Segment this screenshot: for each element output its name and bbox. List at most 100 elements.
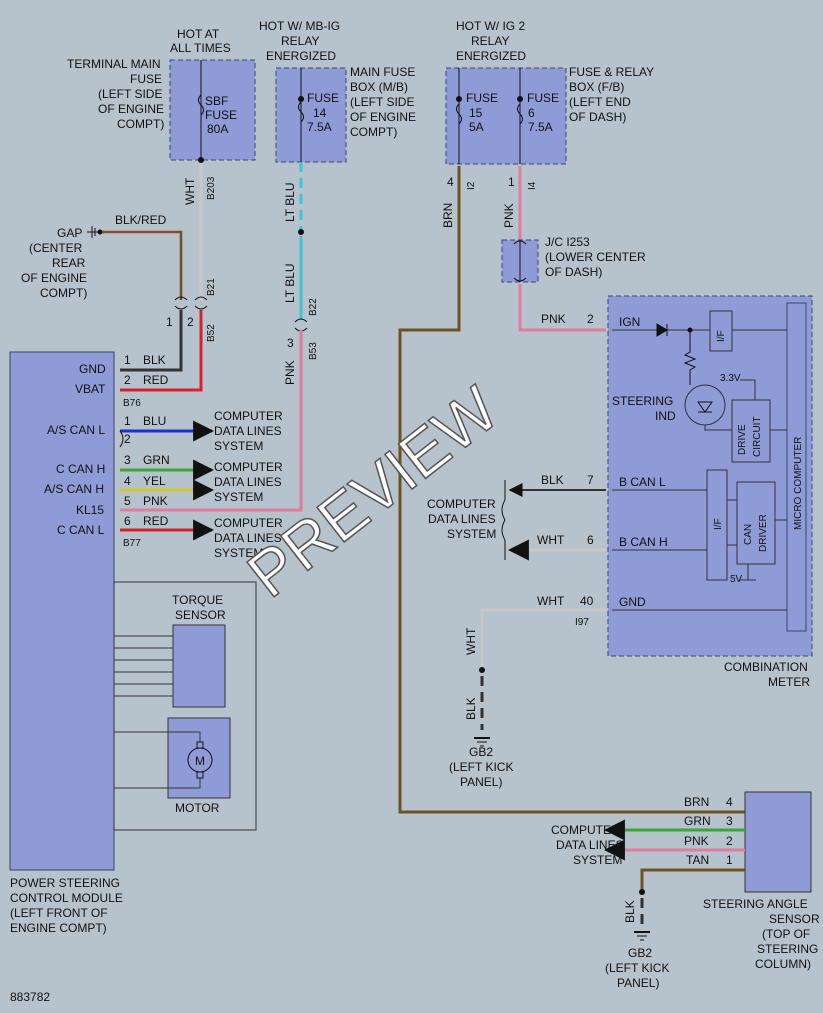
terminal-main-fuse-desc: TERMINAL MAIN FUSE (LEFT SIDE OF ENGINE …: [67, 57, 164, 131]
svg-text:7: 7: [587, 473, 594, 487]
svg-text:SYSTEM: SYSTEM: [573, 853, 622, 867]
svg-text:ENGINE COMPT): ENGINE COMPT): [10, 921, 107, 935]
svg-text:STEERING ANGLE: STEERING ANGLE: [703, 897, 808, 911]
power-steering-control-module: GND VBAT A/S CAN L C CAN H A/S CAN H KL1…: [9, 351, 257, 871]
svg-text:OF DASH): OF DASH): [569, 110, 626, 124]
svg-text:2: 2: [124, 373, 131, 387]
svg-text:(CENTER: (CENTER: [29, 241, 83, 255]
gb2-ground-2: [634, 931, 650, 941]
svg-text:PNK: PNK: [143, 494, 168, 508]
svg-text:OF ENGINE: OF ENGINE: [98, 102, 164, 116]
pin-kl15: KL15: [76, 503, 104, 517]
svg-text:PANEL): PANEL): [460, 775, 502, 789]
cdls-1: COMPUTER DATA LINES SYSTEM: [214, 409, 283, 453]
pin-c-can-h: C CAN H: [56, 462, 105, 476]
svg-text:B21: B21: [206, 278, 217, 296]
svg-text:RED: RED: [143, 514, 169, 528]
svg-text:FUSE: FUSE: [527, 91, 559, 105]
svg-text:1: 1: [508, 175, 515, 189]
svg-text:YEL: YEL: [143, 474, 166, 488]
svg-text:BOX (F/B): BOX (F/B): [569, 80, 624, 94]
svg-text:LT BLU: LT BLU: [283, 182, 297, 222]
mb-header-2: RELAY: [281, 34, 319, 48]
svg-text:BLK: BLK: [464, 697, 478, 720]
brn-wire: [398, 166, 745, 814]
cdls-3: COMPUTER DATA LINES SYSTEM: [214, 516, 283, 560]
svg-text:SYSTEM: SYSTEM: [214, 490, 263, 504]
svg-text:I2: I2: [466, 181, 477, 190]
svg-text:BLK: BLK: [541, 473, 564, 487]
svg-text:COMPUTER: COMPUTER: [214, 516, 283, 530]
svg-text:2: 2: [587, 312, 594, 326]
svg-text:BRN: BRN: [441, 203, 455, 228]
svg-text:5V: 5V: [730, 574, 743, 585]
svg-text:6: 6: [528, 106, 535, 120]
svg-text:I/F: I/F: [716, 330, 727, 342]
b-can-lines: [501, 480, 606, 561]
svg-text:COMPUTER: COMPUTER: [214, 460, 283, 474]
svg-text:RED: RED: [143, 373, 169, 387]
svg-text:PNK: PNK: [541, 312, 566, 326]
svg-text:7.5A: 7.5A: [528, 120, 553, 134]
svg-text:SYSTEM: SYSTEM: [214, 439, 263, 453]
svg-text:COMPUTER: COMPUTER: [427, 497, 496, 511]
svg-text:6: 6: [587, 533, 594, 547]
fuse-rating: 80A: [207, 122, 228, 136]
terminal-main-fuse-box: SBF FUSE 80A: [169, 59, 256, 163]
svg-text:3: 3: [287, 336, 294, 350]
svg-text:5A: 5A: [469, 120, 484, 134]
svg-text:DATA LINES: DATA LINES: [428, 512, 496, 526]
svg-text:(TOP OF: (TOP OF: [762, 927, 810, 941]
svg-text:1: 1: [166, 315, 173, 329]
mb-header-1: HOT W/ MB-IG: [259, 19, 340, 33]
pnk-kl15-wire: [120, 330, 303, 512]
svg-text:DATA LINES: DATA LINES: [214, 424, 282, 438]
svg-text:1: 1: [726, 853, 733, 867]
svg-text:5: 5: [124, 494, 131, 508]
svg-text:COMPT): COMPT): [40, 286, 87, 300]
svg-text:PNK: PNK: [684, 834, 709, 848]
svg-text:FUSE & RELAY: FUSE & RELAY: [569, 65, 654, 79]
cdls-4: COMPUTER DATA LINES SYSTEM: [427, 497, 496, 541]
pin-vbat: VBAT: [75, 382, 106, 396]
svg-text:WHT: WHT: [537, 533, 565, 547]
svg-text:GB2: GB2: [469, 745, 493, 759]
svg-text:I4: I4: [527, 181, 538, 190]
svg-text:BLK: BLK: [143, 353, 166, 367]
svg-text:CONTROL MODULE: CONTROL MODULE: [10, 891, 123, 905]
svg-text:WHT: WHT: [537, 594, 565, 608]
svg-text:B52: B52: [206, 324, 217, 342]
pin-gnd: GND: [79, 362, 106, 376]
gap-ground: [87, 226, 183, 300]
svg-text:COMPUTER: COMPUTER: [551, 823, 620, 837]
main-fuse-box: FUSE 14 7.5A: [275, 67, 347, 163]
gap-label: GAP: [57, 226, 82, 240]
svg-text:PNK: PNK: [502, 203, 516, 228]
motor: M: [114, 717, 231, 799]
svg-text:DRIVE: DRIVE: [737, 424, 748, 455]
svg-text:(LEFT FRONT OF: (LEFT FRONT OF: [10, 906, 108, 920]
svg-text:GRN: GRN: [684, 814, 711, 828]
pin-as-can-h: A/S CAN H: [44, 482, 104, 496]
motor-symbol: M: [195, 754, 205, 768]
svg-text:COMBINATION: COMBINATION: [724, 660, 808, 674]
svg-text:PANEL): PANEL): [617, 976, 659, 990]
svg-text:B203: B203: [206, 176, 217, 200]
svg-text:FUSE: FUSE: [130, 72, 162, 86]
svg-text:DATA LINES: DATA LINES: [214, 531, 282, 545]
svg-text:15: 15: [469, 106, 483, 120]
svg-text:TERMINAL MAIN: TERMINAL MAIN: [67, 57, 161, 71]
svg-text:BLU: BLU: [143, 414, 166, 428]
svg-text:4: 4: [124, 474, 131, 488]
svg-text:BLK: BLK: [623, 900, 637, 923]
pin-as-can-l: A/S CAN L: [47, 423, 105, 437]
svg-text:2: 2: [187, 315, 194, 329]
svg-text:4: 4: [447, 175, 454, 189]
svg-text:(LEFT SIDE: (LEFT SIDE: [350, 95, 414, 109]
svg-text:STEERING: STEERING: [757, 942, 818, 956]
cdls-2: COMPUTER DATA LINES SYSTEM: [214, 460, 283, 504]
diagram-number: 883782: [10, 990, 50, 1004]
svg-text:METER: METER: [768, 675, 810, 689]
wht-ground-wire: [480, 608, 606, 668]
